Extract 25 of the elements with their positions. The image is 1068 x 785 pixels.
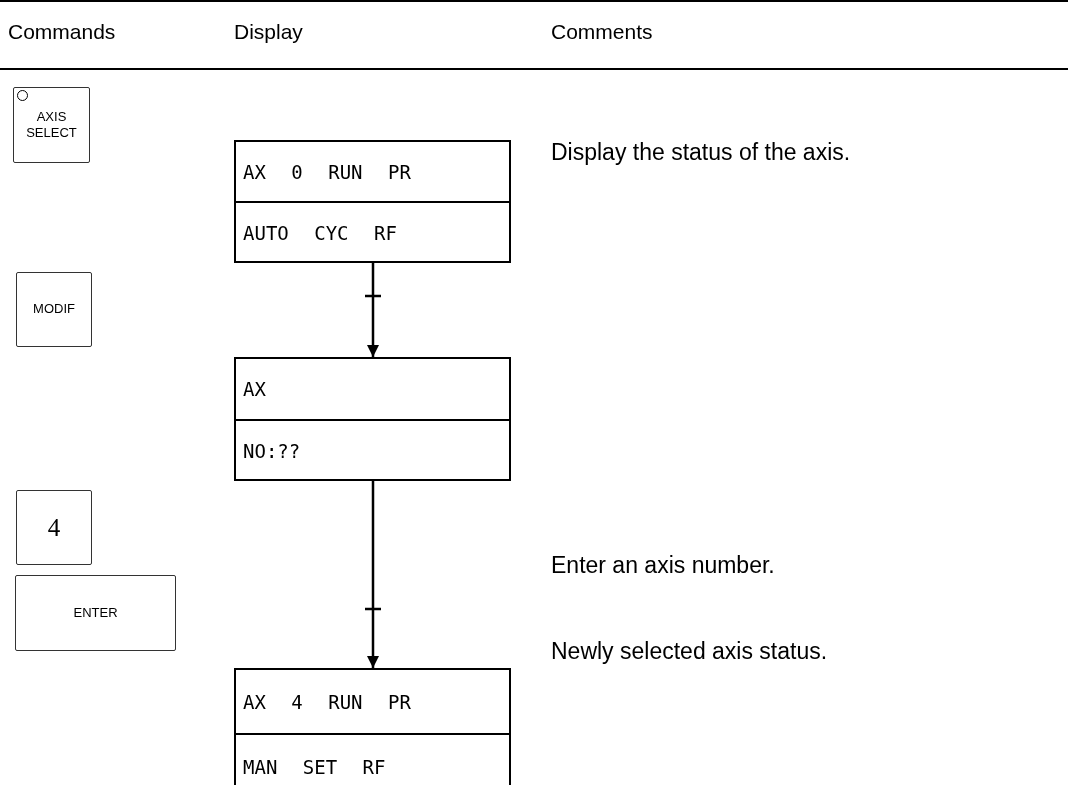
lcd-display [234,668,511,785]
column-header: Commands [8,20,116,44]
key-label: 4 [47,512,61,543]
key-label: ENTER [73,604,118,622]
keypad-key [15,575,176,651]
comment-text: Newly selected axis status. [551,638,828,665]
lcd-display [234,140,511,263]
display-line: AX [243,378,266,400]
column-header: Comments [551,20,653,44]
comment-text: Display the status of the axis. [551,139,851,166]
keypad-key [13,87,90,163]
keypad-key [16,272,92,347]
lcd-display [234,357,511,481]
display-line: NO:?? [243,440,301,462]
display-line: AUTO CYC RF [243,221,397,244]
arrow [363,481,383,668]
arrow [363,263,383,357]
key-label: AXIS SELECT [25,108,78,142]
key-label: MODIF [33,301,75,318]
display-line: AX 4 RUN PR [243,690,411,713]
display-line: MAN SET RF [243,755,386,778]
keypad-key [16,490,92,565]
display-line: AX 0 RUN PR [243,160,411,183]
comment-text: Enter an axis number. [551,552,775,579]
column-header: Display [234,20,303,44]
